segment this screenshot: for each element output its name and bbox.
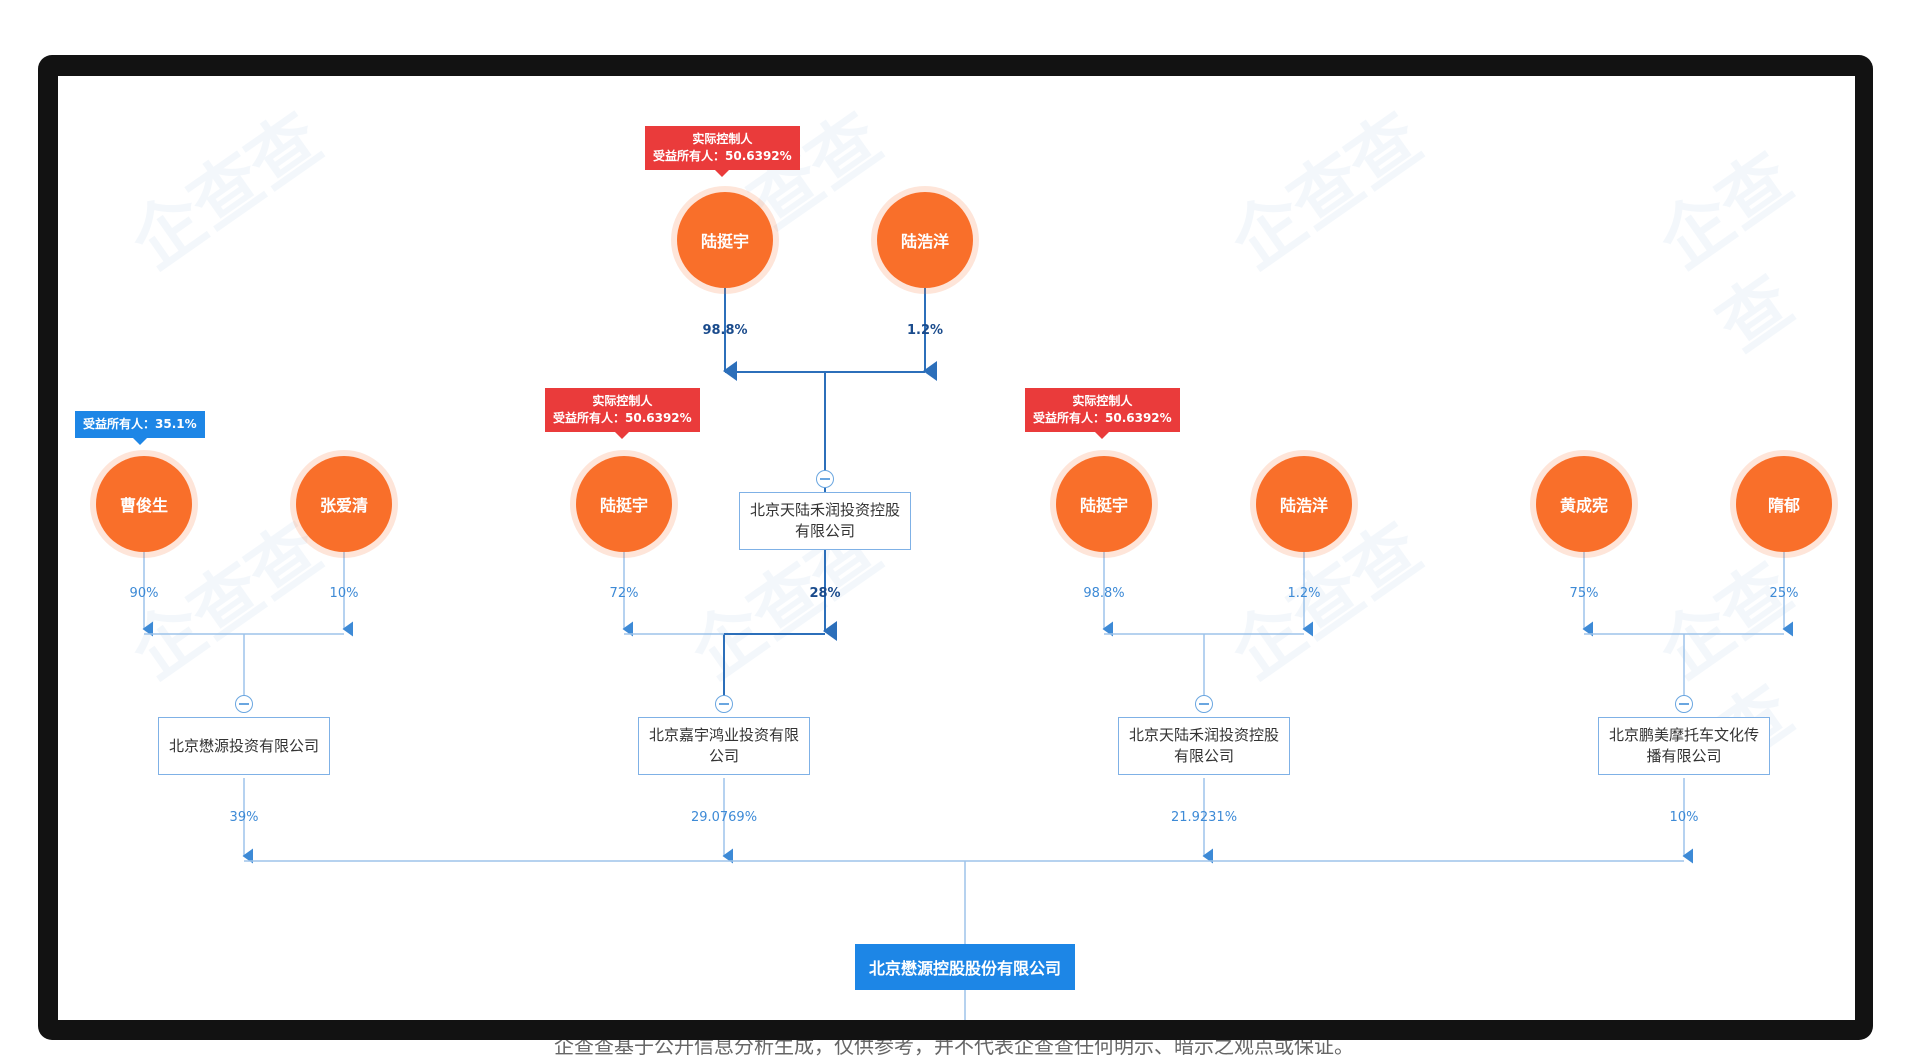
- tag-controller-label: 实际控制人: [592, 394, 653, 408]
- person-name: 陆浩洋: [900, 232, 949, 251]
- share-percent: 1.2%: [1287, 586, 1321, 601]
- share-percent: 10%: [329, 586, 359, 601]
- tag-controller-label: 实际控制人: [1072, 394, 1133, 408]
- collapse-toggle-icon[interactable]: [1675, 695, 1693, 713]
- collapse-toggle-icon[interactable]: [816, 470, 834, 488]
- person-node[interactable]: 张爱清: [296, 456, 392, 552]
- share-percent: 98.8%: [1083, 586, 1125, 601]
- share-percent: 75%: [1569, 586, 1599, 601]
- tag-controller-label: 实际控制人: [692, 132, 753, 146]
- person-node[interactable]: 黄成宪: [1536, 456, 1632, 552]
- person-name: 陆挺宇: [599, 496, 648, 515]
- tag-beneficial-label: 受益所有人：50.6392%: [1033, 411, 1172, 425]
- controller-tag: 实际控制人 受益所有人：50.6392%: [545, 388, 700, 439]
- company-name: 北京嘉宇鸿业投资有限公司: [648, 726, 799, 765]
- share-percent: 29.0769%: [690, 810, 758, 825]
- company-node[interactable]: 北京嘉宇鸿业投资有限公司: [638, 717, 810, 775]
- group-1-connectors: [142, 552, 353, 704]
- person-name: 曹俊生: [119, 496, 168, 515]
- share-percent: 90%: [129, 586, 159, 601]
- controller-tag: 实际控制人 受益所有人：50.6392%: [645, 126, 800, 177]
- company-node[interactable]: 北京天陆禾润投资控股有限公司: [1118, 717, 1290, 775]
- company-name: 北京天陆禾润投资控股有限公司: [1128, 726, 1279, 765]
- share-percent: 10%: [1669, 810, 1699, 825]
- share-percent: 98.8%: [702, 323, 748, 338]
- company-name: 北京鹏美摩托车文化传播有限公司: [1608, 726, 1759, 765]
- root-connectors: [242, 778, 1693, 1020]
- share-percent: 25%: [1769, 586, 1799, 601]
- person-name: 张爱清: [319, 496, 368, 515]
- person-name: 陆挺宇: [1079, 496, 1128, 515]
- tag-beneficial-label: 受益所有人：50.6392%: [553, 411, 692, 425]
- share-percent: 39%: [229, 810, 259, 825]
- company-name: 北京懋源投资有限公司: [168, 736, 319, 755]
- group-4-connectors: [1582, 552, 1793, 704]
- person-node[interactable]: 陆挺宇: [677, 192, 773, 288]
- root-company-node[interactable]: 北京懋源控股股份有限公司: [855, 944, 1075, 990]
- share-percent: 72%: [609, 586, 639, 601]
- company-node[interactable]: 北京鹏美摩托车文化传播有限公司: [1598, 717, 1770, 775]
- person-node[interactable]: 曹俊生: [96, 456, 192, 552]
- tag-beneficial-label: 受益所有人：35.1%: [83, 417, 197, 431]
- equity-structure-canvas[interactable]: 企查查 企查查 企查查 企查查 企查查 企查查 企查查 企查查: [58, 76, 1855, 1020]
- group-3-connectors: [1102, 552, 1313, 704]
- company-name: 北京天陆禾润投资控股有限公司: [749, 501, 900, 540]
- person-name: 陆挺宇: [700, 232, 749, 251]
- root-company-name: 北京懋源控股股份有限公司: [868, 959, 1061, 978]
- beneficial-tag: 受益所有人：35.1%: [75, 411, 205, 445]
- collapse-toggle-icon[interactable]: [235, 695, 253, 713]
- person-node[interactable]: 陆浩洋: [1256, 456, 1352, 552]
- company-node[interactable]: 北京天陆禾润投资控股有限公司: [739, 492, 911, 550]
- person-node[interactable]: 陆挺宇: [1056, 456, 1152, 552]
- person-node[interactable]: 陆挺宇: [576, 456, 672, 552]
- person-node[interactable]: 隋郁: [1736, 456, 1832, 552]
- share-percent: 28%: [809, 586, 841, 601]
- company-node[interactable]: 北京懋源投资有限公司: [158, 717, 330, 775]
- person-node[interactable]: 陆浩洋: [877, 192, 973, 288]
- person-name: 隋郁: [1767, 496, 1800, 515]
- group-2-connectors: [622, 552, 724, 637]
- person-name: 陆浩洋: [1279, 496, 1328, 515]
- person-name: 黄成宪: [1559, 496, 1608, 515]
- connector-lines: [142, 288, 1793, 1020]
- share-percent: 1.2%: [906, 323, 944, 338]
- controller-tag: 实际控制人 受益所有人：50.6392%: [1025, 388, 1180, 439]
- tag-beneficial-label: 受益所有人：50.6392%: [653, 149, 792, 163]
- share-percent: 21.9231%: [1170, 810, 1238, 825]
- collapse-toggle-icon[interactable]: [1195, 695, 1213, 713]
- collapse-toggle-icon[interactable]: [715, 695, 733, 713]
